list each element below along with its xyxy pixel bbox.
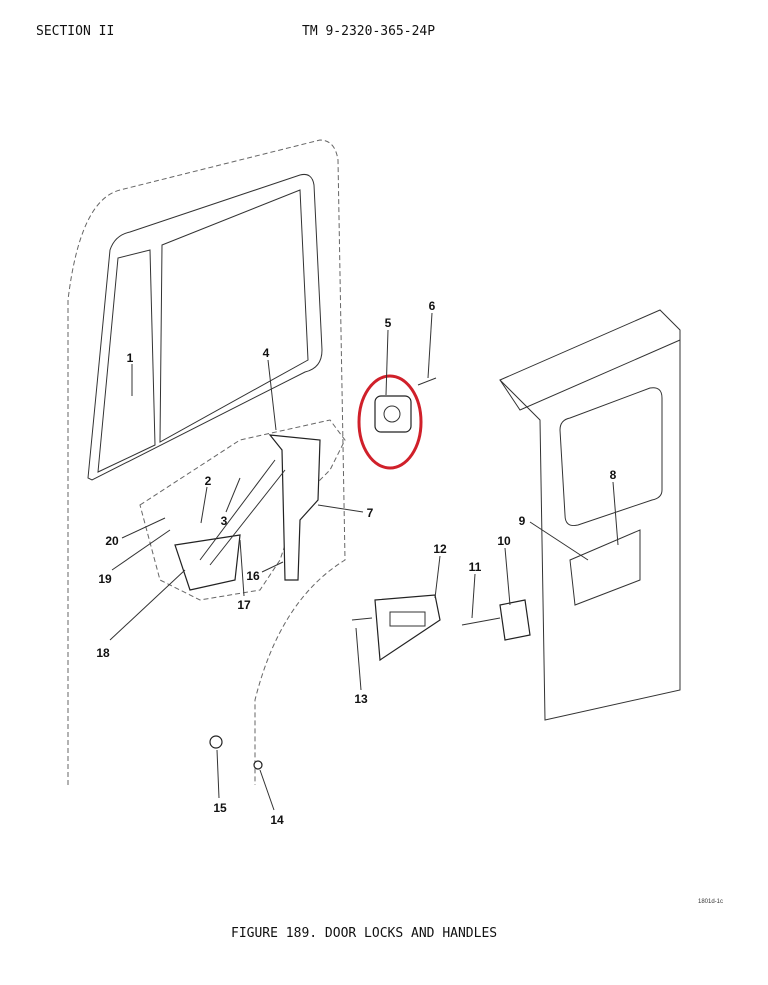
handle-grip — [389, 611, 426, 627]
vent-window — [97, 249, 156, 473]
lock-cylinder — [374, 395, 412, 433]
callout-19: 19 — [98, 572, 112, 586]
callout-2: 2 — [205, 474, 212, 488]
callout-6: 6 — [429, 299, 436, 313]
main-window — [159, 189, 309, 443]
door-outline — [67, 139, 346, 785]
figure-caption: FIGURE 189. DOOR LOCKS AND HANDLES — [231, 926, 498, 941]
washer-14 — [253, 760, 263, 770]
callout-5: 5 — [385, 316, 392, 330]
callout-3: 3 — [221, 514, 228, 528]
leader-lines — [109, 312, 619, 811]
callout-18: 18 — [96, 646, 110, 660]
screw-6 — [417, 377, 437, 386]
remote-control — [174, 534, 241, 591]
link-rod — [199, 459, 286, 566]
pin-13 — [351, 617, 373, 621]
lock-keyway — [383, 405, 401, 423]
callout-14: 14 — [270, 813, 284, 827]
cab-panel-edge — [499, 339, 681, 411]
callout-9: 9 — [519, 514, 526, 528]
cab-window — [559, 387, 663, 526]
callout-15: 15 — [213, 801, 227, 815]
door-window — [87, 174, 323, 481]
callout-11: 11 — [469, 560, 482, 574]
screw-11 — [461, 617, 501, 626]
hinge — [499, 599, 531, 641]
callout-7: 7 — [367, 506, 374, 520]
callout-20: 20 — [105, 534, 119, 548]
callout-4: 4 — [263, 346, 270, 360]
figure-id: 1801d-1c — [698, 899, 724, 905]
outside-handle — [374, 594, 441, 662]
callout-17: 17 — [237, 598, 251, 612]
callout-8: 8 — [610, 468, 617, 482]
cab-plate — [569, 529, 641, 606]
latch-assembly — [268, 434, 321, 581]
tm-number: TM 9-2320-365-24P — [302, 24, 436, 39]
callout-16: 16 — [246, 569, 260, 583]
callout-12: 12 — [433, 542, 447, 556]
highlight-circle — [357, 374, 423, 470]
section-label: SECTION II — [36, 24, 115, 39]
cab-panel — [499, 309, 681, 721]
callout-1: 1 — [127, 351, 134, 365]
nut-15 — [209, 735, 223, 749]
callout-10: 10 — [497, 534, 511, 548]
callout-13: 13 — [354, 692, 368, 706]
